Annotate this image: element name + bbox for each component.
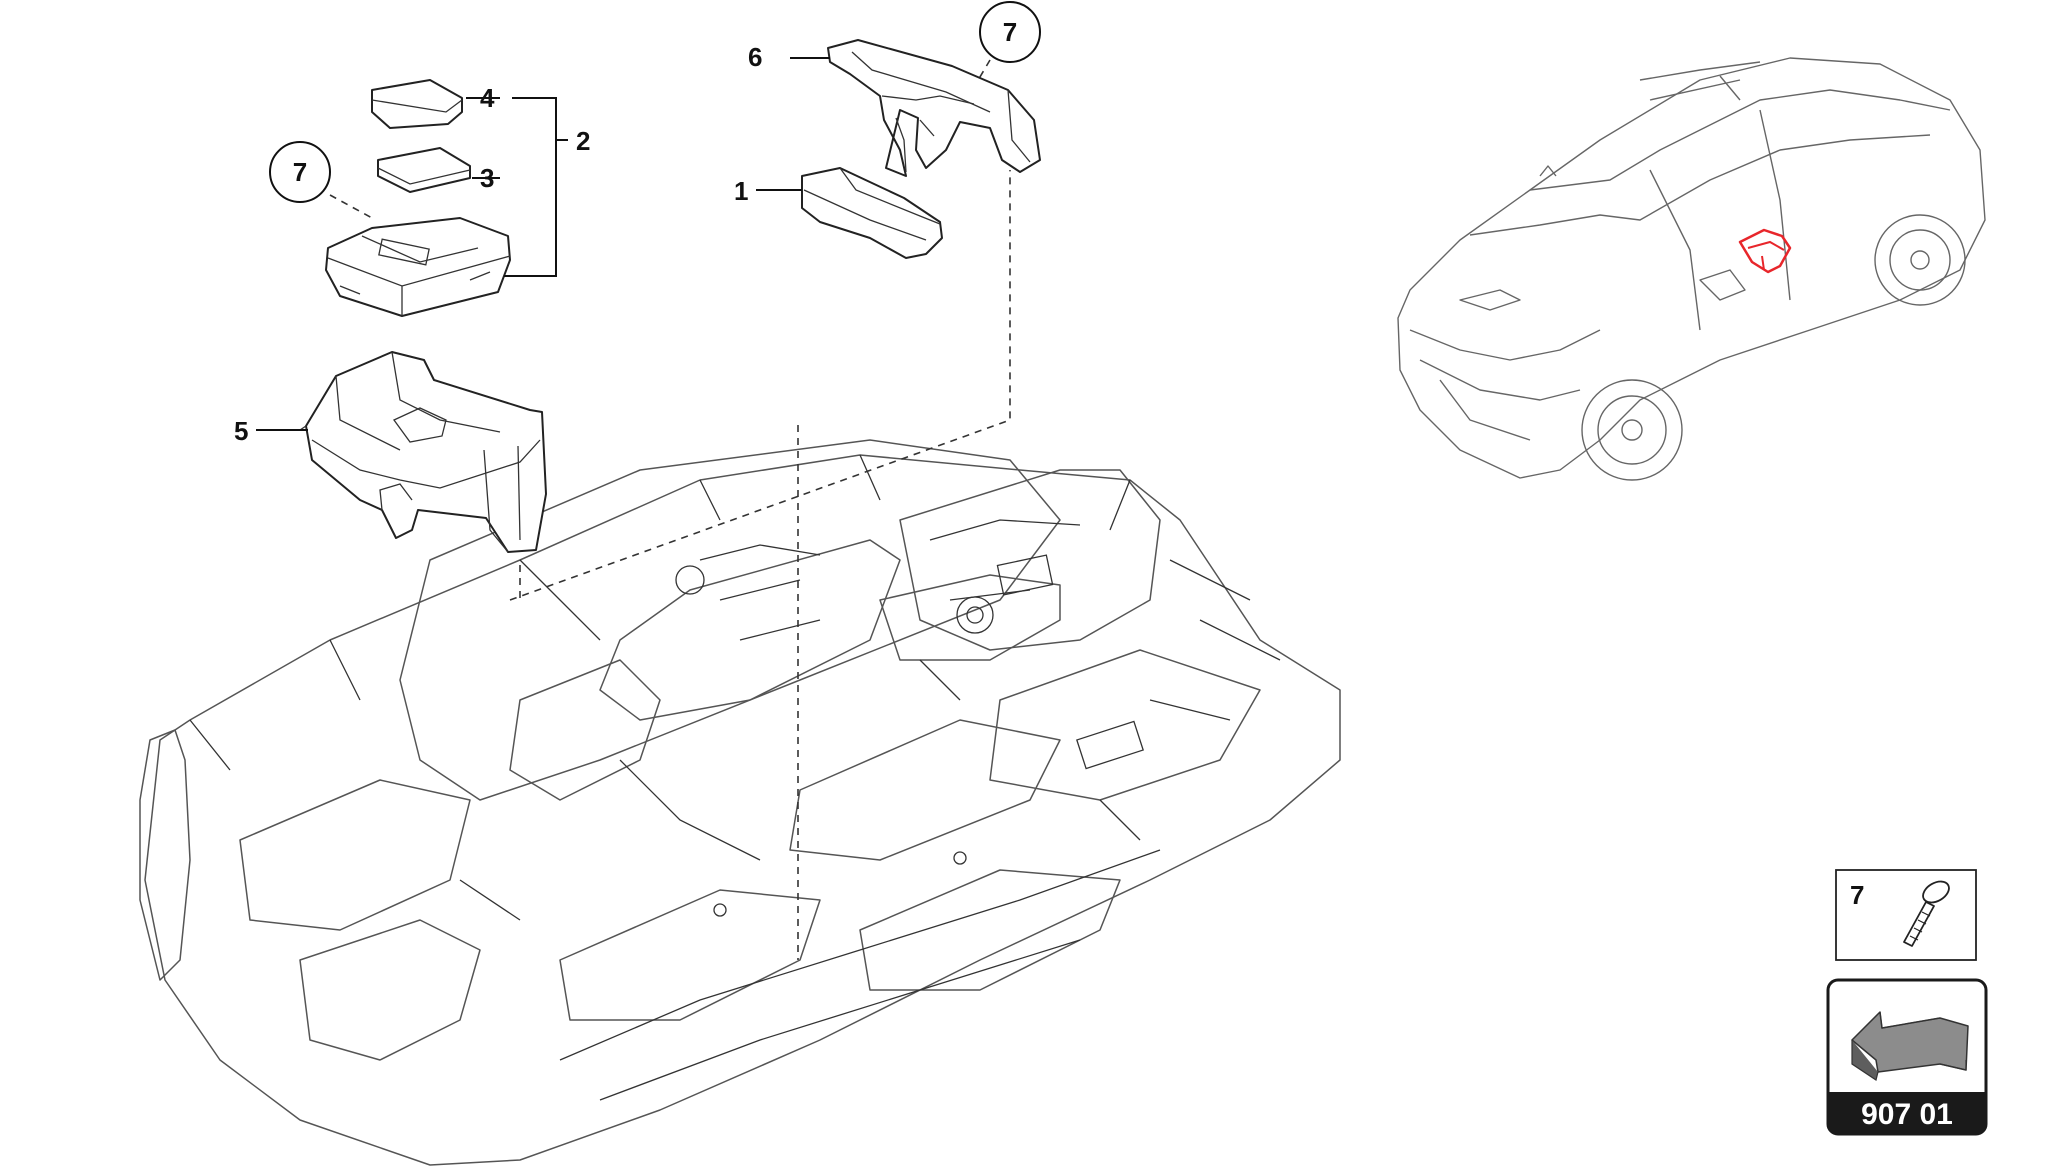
highlighted-part-marker — [1738, 228, 1792, 274]
legend-box: 7 — [1835, 869, 1977, 961]
callout-5: 5 — [234, 416, 248, 446]
callout-leaders — [256, 57, 830, 431]
callout-4: 4 — [480, 83, 495, 113]
reference-badge: 907 01 — [1826, 978, 1988, 1136]
part-4-cover — [371, 79, 463, 129]
legend-part-number: 7 — [1850, 880, 1864, 910]
callout-1: 1 — [734, 176, 748, 206]
screw-icon — [1903, 880, 1950, 947]
floor-pan-assembly — [139, 439, 1341, 1166]
part-5-bracket — [299, 351, 547, 553]
callout-7-top: 7 — [1003, 17, 1017, 47]
part-3-plate — [377, 147, 471, 193]
part-6-duct — [827, 39, 1041, 177]
callout-7-left: 7 — [293, 157, 307, 187]
callout-3: 3 — [480, 163, 494, 193]
arrow-icon — [1851, 1011, 1969, 1081]
badge-code: 907 01 — [1861, 1098, 1953, 1131]
callout-labels: 6 1 4 3 2 5 7 7 — [234, 1, 1041, 446]
part-1-duct — [801, 167, 943, 259]
part-2-control-unit — [325, 217, 511, 317]
vehicle-location-thumbnail — [1397, 57, 1986, 481]
callout-6: 6 — [748, 42, 762, 72]
callout-2: 2 — [576, 126, 590, 156]
